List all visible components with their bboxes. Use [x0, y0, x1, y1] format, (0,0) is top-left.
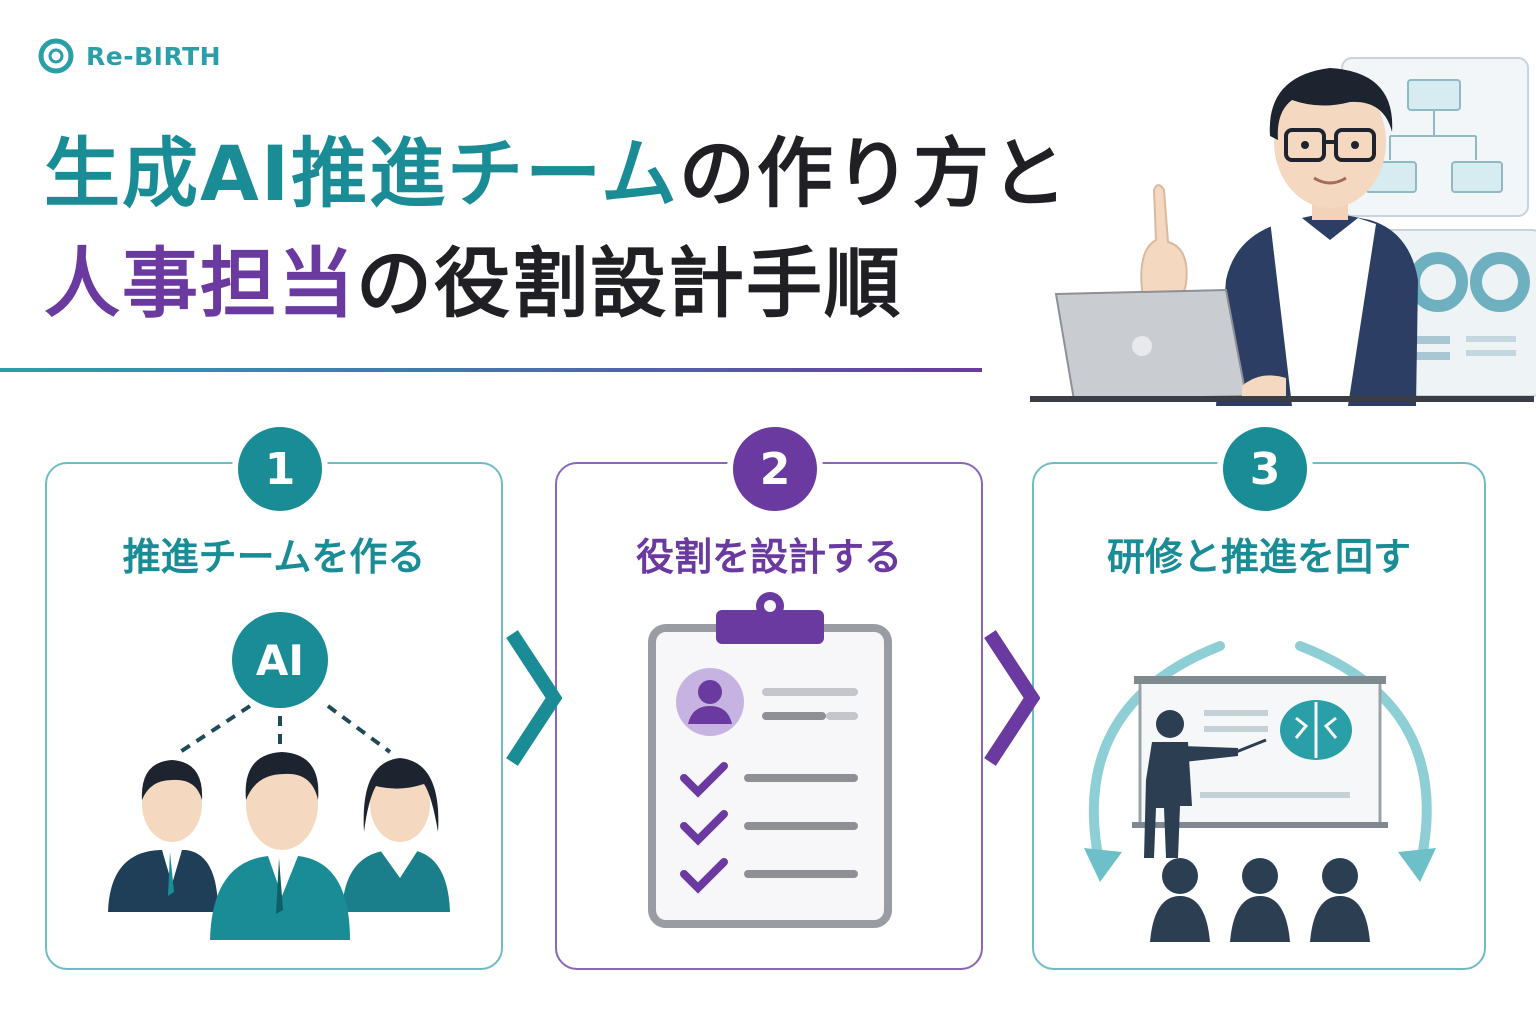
step-title-1: 推進チームを作る [122, 535, 426, 579]
title-highlight-2: 人事担当 [44, 239, 356, 328]
team-member-right [342, 758, 450, 912]
laptop-icon [1030, 288, 1534, 402]
training-cycle-icon [1084, 641, 1436, 942]
flowchart-panel [1341, 57, 1529, 217]
presenter-icon [1144, 710, 1267, 858]
page-title-line-2: 人事担当の役割設計手順 [44, 246, 902, 322]
title-rest-2: の役割設計手順 [356, 239, 902, 328]
ai-badge: AI [232, 612, 328, 708]
step-number-2: 2 [727, 421, 823, 517]
brand-name: Re-BIRTH [86, 41, 222, 71]
team-member-left [108, 760, 218, 912]
brand: Re-BIRTH [36, 36, 221, 76]
chevron-right-icon [506, 630, 562, 766]
presenter-with-laptop-illustration [1030, 57, 1536, 406]
ring-logo-icon [38, 38, 74, 74]
team-org-icon [108, 704, 450, 940]
step-title-3: 研修と推進を回す [1106, 535, 1411, 579]
chevron-right-icon [984, 630, 1040, 766]
step-number-1: 1 [232, 421, 328, 517]
title-rest-1: の作り方と [678, 129, 1069, 218]
brain-icon [1280, 700, 1352, 760]
team-member-center [210, 752, 350, 940]
title-highlight-1: 生成AI推進チーム [44, 129, 679, 218]
step-number-3: 3 [1217, 421, 1313, 517]
step-title-2: 役割を設計する [635, 535, 902, 579]
title-divider [0, 368, 982, 372]
clipboard-checklist-icon [648, 592, 892, 928]
page-title-line-1: 生成AI推進チームの作り方と [44, 136, 1069, 212]
audience-icon [1150, 858, 1370, 942]
